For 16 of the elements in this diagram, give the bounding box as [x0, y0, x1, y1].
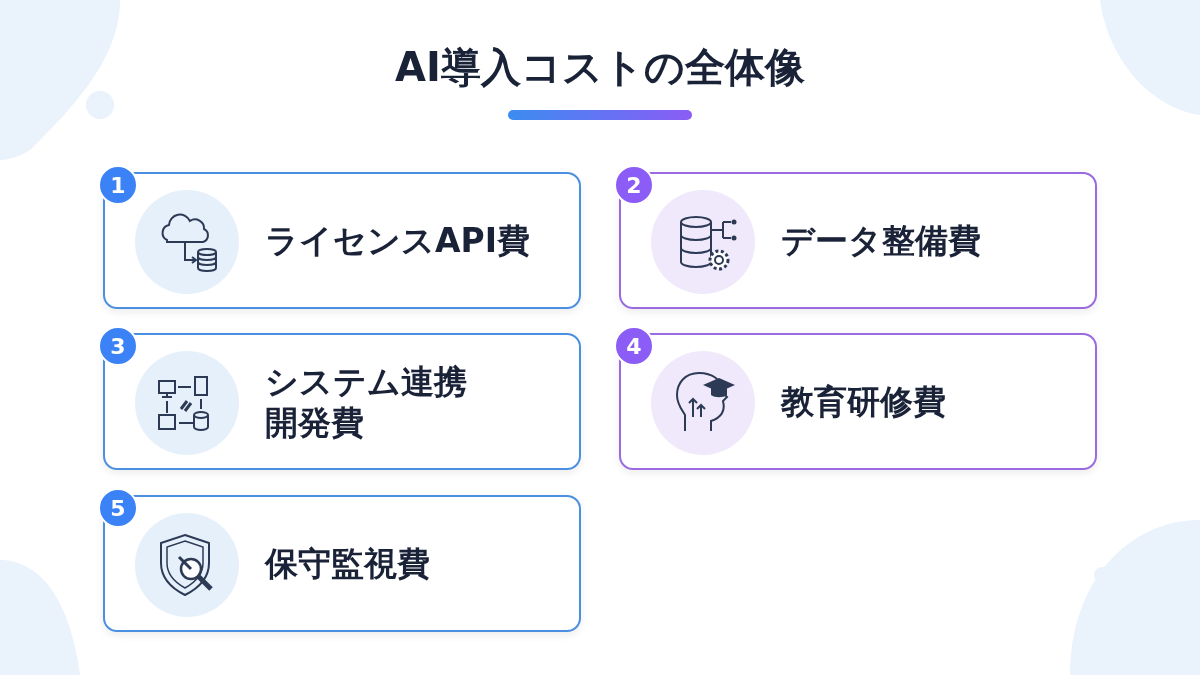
- cost-category-label: 保守監視費: [265, 542, 430, 585]
- number-badge: 4: [614, 326, 654, 366]
- title: AI導入コストの全体像: [395, 43, 805, 92]
- number-badge: 5: [98, 488, 138, 528]
- number-badge: 3: [98, 326, 138, 366]
- cost-category-label: データ整備費: [781, 219, 981, 262]
- cost-card: [103, 495, 581, 632]
- cost-card: [619, 172, 1097, 309]
- cost-category-label: ライセンスAPI費: [265, 219, 530, 262]
- cost-card: [619, 333, 1097, 470]
- number-badge: 2: [614, 165, 654, 205]
- number-badge: 1: [98, 165, 138, 205]
- cost-card: [103, 172, 581, 309]
- cost-card: [103, 333, 581, 470]
- cost-category-label: システム連携開発費: [265, 360, 468, 443]
- cost-category-label: 教育研修費: [781, 380, 946, 423]
